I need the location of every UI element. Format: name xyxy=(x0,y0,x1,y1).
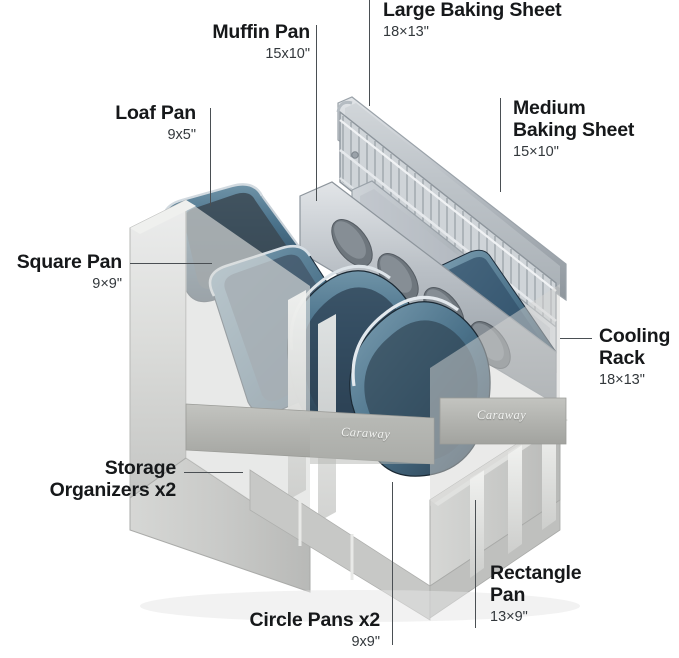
callout-circle-pans: Circle Pans x2 9x9" xyxy=(180,609,380,651)
callout-title: Large Baking Sheet xyxy=(383,0,562,21)
callout-large-baking-sheet: Large Baking Sheet 18×13" xyxy=(383,0,623,41)
leader-line-circle-pans xyxy=(392,482,393,645)
callout-rectangle-pan: Rectangle Pan 13×9" xyxy=(490,562,650,626)
callout-storage-organizers: Storage Organizers x2 xyxy=(0,457,177,504)
callout-square-pan: Square Pan 9×9" xyxy=(0,251,122,293)
callout-muffin-pan: Muffin Pan 15x10" xyxy=(120,21,310,63)
leader-line-loaf-pan xyxy=(210,108,211,206)
callout-title: Circle Pans x2 xyxy=(249,609,380,631)
leader-line-large-baking-sheet xyxy=(369,0,370,106)
callout-dimension: 18×13" xyxy=(383,23,429,40)
leader-line-medium-baking-sheet xyxy=(500,98,501,192)
callout-dimension: 15x10" xyxy=(265,45,310,62)
brand-label: Caraway xyxy=(477,408,527,422)
callout-dimension: 9×9" xyxy=(92,275,122,292)
callout-cooling-rack: Cooling Rack 18×13" xyxy=(599,325,679,389)
callout-title: Storage Organizers x2 xyxy=(49,457,177,501)
callout-title: Muffin Pan xyxy=(212,21,310,43)
callout-medium-baking-sheet: Medium Baking Sheet 15×10" xyxy=(513,97,673,161)
leader-line-muffin-pan xyxy=(316,25,317,201)
callout-dimension: 18×13" xyxy=(599,371,645,388)
callout-title: Square Pan xyxy=(16,251,122,273)
leader-line-storage-organizers xyxy=(184,472,243,473)
organizer-straps xyxy=(185,397,567,465)
leader-line-rectangle-pan xyxy=(475,500,476,628)
callout-loaf-pan: Loaf Pan 9x5" xyxy=(30,102,196,144)
callout-title: Rectangle Pan xyxy=(490,562,582,606)
callout-dimension: 13×9" xyxy=(490,608,528,625)
leader-line-cooling-rack xyxy=(560,338,592,339)
callout-dimension: 15×10" xyxy=(513,143,559,160)
callout-title: Medium Baking Sheet xyxy=(513,97,635,141)
brand-label: Caraway xyxy=(340,424,391,442)
leader-line-square-pan xyxy=(130,263,212,264)
callout-title: Cooling Rack xyxy=(599,325,671,369)
callout-dimension: 9x9" xyxy=(351,633,380,650)
callout-dimension: 9x5" xyxy=(167,126,196,143)
callout-title: Loaf Pan xyxy=(115,102,196,124)
